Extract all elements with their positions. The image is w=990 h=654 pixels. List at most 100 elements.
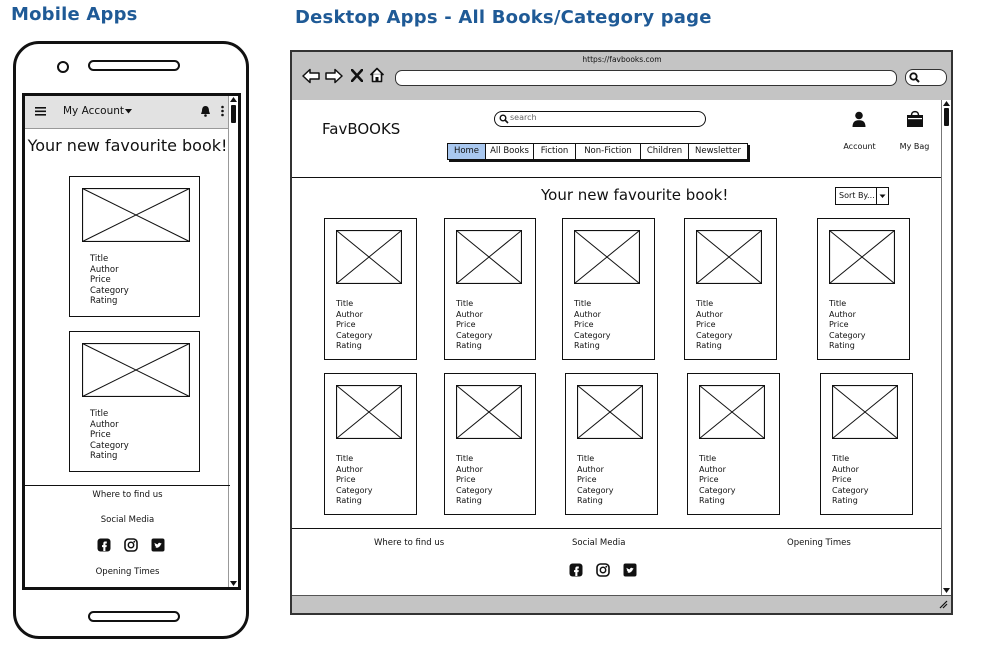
browser-search-field[interactable] xyxy=(905,69,947,86)
phone-camera xyxy=(57,61,69,73)
card-field-price: Price xyxy=(336,320,356,329)
footer-opening-times[interactable]: Opening Times xyxy=(787,538,851,548)
card-field-category: Category xyxy=(699,485,736,495)
card-field-price: Price xyxy=(336,475,356,484)
facebook-icon[interactable] xyxy=(569,563,583,577)
card-field-rating: Rating xyxy=(336,496,362,505)
bag-label[interactable]: My Bag xyxy=(899,142,930,151)
card-field-title: Title xyxy=(456,299,474,308)
book-image-placeholder xyxy=(832,385,898,439)
card-field-author: Author xyxy=(574,309,601,319)
nav-home[interactable]: Home xyxy=(448,144,486,159)
card-field-rating: Rating xyxy=(336,341,362,350)
book-image-placeholder xyxy=(577,385,643,439)
header-divider xyxy=(292,177,944,178)
footer-opening-times[interactable]: Opening Times xyxy=(95,567,160,577)
sort-dropdown[interactable]: Sort By... xyxy=(835,187,889,205)
forward-arrow-icon[interactable] xyxy=(325,68,343,84)
card-field-category: Category xyxy=(90,440,129,451)
card-field-rating: Rating xyxy=(90,451,118,462)
mobile-heading: Your new favourite book! xyxy=(27,136,228,155)
nav-non-fiction[interactable]: Non-Fiction xyxy=(576,144,641,159)
back-arrow-icon[interactable] xyxy=(302,68,320,84)
mobile-book-card[interactable]: Title Author Price Category Rating xyxy=(69,331,200,472)
mobile-scrollbar[interactable] xyxy=(228,96,238,587)
resize-grip-icon[interactable] xyxy=(938,599,948,609)
card-field-price: Price xyxy=(456,475,476,484)
card-field-price: Price xyxy=(90,430,111,441)
book-image-placeholder xyxy=(82,188,190,242)
card-field-price: Price xyxy=(456,320,476,329)
footer-divider xyxy=(292,528,944,529)
bell-icon[interactable] xyxy=(200,105,211,117)
nav-newsletter[interactable]: Newsletter xyxy=(695,146,741,156)
more-vertical-icon[interactable] xyxy=(221,105,224,117)
instagram-icon[interactable] xyxy=(124,538,138,552)
book-image-placeholder xyxy=(336,230,402,284)
twitter-icon[interactable] xyxy=(151,538,165,552)
card-field-author: Author xyxy=(336,309,363,319)
card-field-price: Price xyxy=(832,475,852,484)
page-content: FavBOOKS search Account My Bag Home All … xyxy=(292,100,944,595)
url-input[interactable] xyxy=(395,70,897,86)
search-placeholder: search xyxy=(510,113,537,122)
card-field-rating: Rating xyxy=(832,496,858,505)
browser-chrome: https://favbooks.com xyxy=(292,52,951,102)
site-search-input[interactable]: search xyxy=(494,111,706,127)
instagram-icon[interactable] xyxy=(596,563,610,577)
card-field-price: Price xyxy=(699,475,719,484)
footer-where-link[interactable]: Where to find us xyxy=(374,538,445,548)
shopping-bag-icon[interactable] xyxy=(906,109,924,128)
nav-fiction[interactable]: Fiction xyxy=(534,144,576,159)
mobile-footer: Where to find us Social Media Opening Ti… xyxy=(25,485,230,587)
hamburger-menu-icon[interactable] xyxy=(35,106,46,116)
account-label[interactable]: Account xyxy=(843,142,876,151)
card-field-title: Title xyxy=(456,454,474,463)
nav-all-books[interactable]: All Books xyxy=(486,144,534,159)
site-logo[interactable]: FavBOOKS xyxy=(322,120,401,138)
mobile-book-card[interactable]: Title Author Price Category Rating xyxy=(69,176,200,317)
main-nav: Home All Books Fiction Non-Fiction Child… xyxy=(447,143,748,160)
sort-label: Sort By... xyxy=(839,191,875,200)
card-field-rating: Rating xyxy=(696,341,722,350)
card-field-category: Category xyxy=(456,330,493,340)
footer-where-link[interactable]: Where to find us xyxy=(92,490,163,500)
close-x-icon[interactable] xyxy=(351,69,363,82)
phone-speaker xyxy=(88,60,180,71)
card-field-author: Author xyxy=(336,464,363,474)
card-field-author: Author xyxy=(699,464,726,474)
facebook-icon[interactable] xyxy=(97,538,111,552)
page-scrollbar[interactable] xyxy=(941,100,951,595)
card-field-category: Category xyxy=(577,485,614,495)
book-image-placeholder xyxy=(574,230,640,284)
browser-url-title: https://favbooks.com xyxy=(582,55,662,64)
book-image-placeholder xyxy=(456,385,522,439)
chevron-down-icon[interactable] xyxy=(125,109,132,114)
card-field-title: Title xyxy=(577,454,595,463)
twitter-icon[interactable] xyxy=(623,563,637,577)
nav-children[interactable]: Children xyxy=(641,144,689,159)
book-image-placeholder xyxy=(696,230,762,284)
account-user-icon[interactable] xyxy=(852,111,866,128)
card-field-author: Author xyxy=(456,464,483,474)
browser-window: https://favbooks.com FavBOOKS search xyxy=(290,50,953,615)
footer-social-label: Social Media xyxy=(572,538,626,548)
phone-home-bar xyxy=(88,611,180,622)
card-field-rating: Rating xyxy=(574,341,600,350)
card-field-price: Price xyxy=(577,475,597,484)
card-field-category: Category xyxy=(456,485,493,495)
card-field-title: Title xyxy=(336,454,354,463)
card-field-rating: Rating xyxy=(90,296,118,307)
my-account-menu[interactable]: My Account xyxy=(63,105,125,117)
home-icon[interactable] xyxy=(369,67,385,83)
